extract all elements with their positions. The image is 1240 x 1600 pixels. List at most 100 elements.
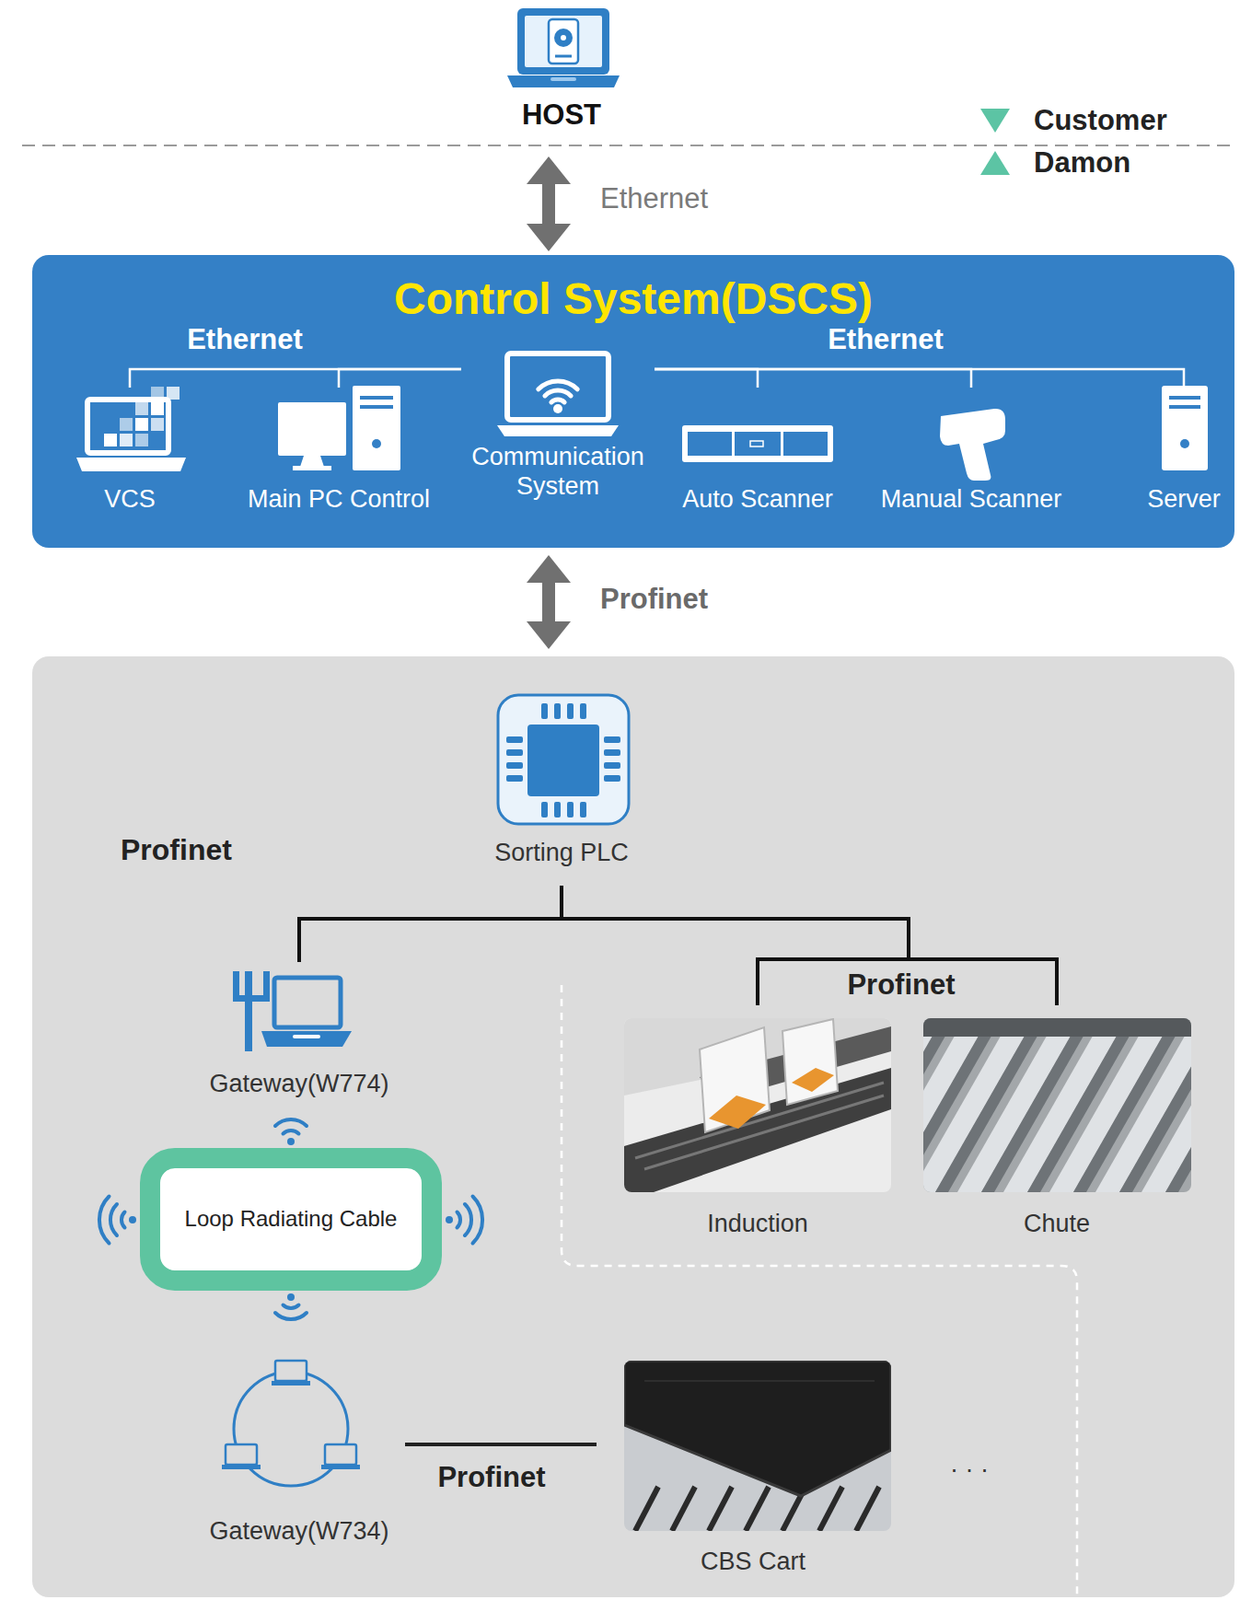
chute-slat [1003, 1031, 1120, 1193]
panel-heading: Profinet [120, 832, 232, 868]
legend-triangle [980, 107, 1010, 134]
wave-arc [275, 1312, 307, 1320]
wave-arc [283, 1305, 300, 1310]
cable-label: Loop Radiating Cable [185, 1205, 398, 1233]
continuation-mark: · · · [950, 1454, 989, 1484]
antenna-bar [232, 995, 270, 1002]
gateway-w734-node: Gateway(W734) [193, 1360, 406, 1550]
laptop-notch [550, 77, 577, 82]
network-arrow [542, 582, 556, 622]
wifi-arc [544, 390, 571, 396]
legend-triangle-shape [980, 150, 1010, 175]
wave-dot [287, 1293, 295, 1301]
chute-shadow [935, 1031, 1041, 1193]
drive-disk [554, 28, 573, 47]
pixel-square [135, 417, 149, 431]
protocol-label: Ethernet [186, 322, 303, 357]
chute-slat [957, 1031, 1074, 1193]
network-link [654, 369, 972, 388]
network-link [299, 885, 562, 962]
scanner-lens [750, 440, 764, 447]
control-system-panel: Control System(DSCS)VCSMain PC ControlCo… [32, 254, 1235, 548]
wave-arc [110, 1204, 117, 1236]
device-label: Auto Scanner [682, 484, 834, 514]
chip-pin [603, 775, 621, 782]
chute-slat [923, 1031, 936, 1193]
roller-slashes [635, 1486, 880, 1531]
host-label: HOST [521, 97, 602, 132]
gateway-w734-icon [221, 1360, 360, 1486]
legend-triangle-shape [980, 108, 1010, 133]
wifi-arc [538, 381, 578, 390]
edge-label-box: Ethernet [827, 322, 944, 357]
roller-slash [745, 1486, 769, 1531]
sorting-plc-node: Sorting PLC [478, 688, 645, 886]
field-network-panel: ProfinetSorting PLCGateway(W774)Inductio… [32, 656, 1235, 1598]
ring-laptop [225, 1444, 257, 1465]
wifi-arc [551, 399, 565, 403]
wave-arc [464, 1204, 472, 1236]
chute-shadow [1073, 1031, 1179, 1193]
chip-pin [579, 703, 587, 719]
ring-laptop-base [321, 1464, 360, 1470]
gateway-w774-icon [232, 971, 352, 1052]
chute-slat [923, 1031, 982, 1193]
chip-pin [567, 801, 574, 818]
chip-pin [506, 762, 523, 769]
wave-arc [283, 1130, 300, 1135]
ring-laptop [275, 1360, 307, 1381]
pixel-square [150, 417, 164, 431]
pixel-square [150, 386, 164, 400]
legend-triangle [980, 150, 1010, 176]
ring-laptop-base [221, 1464, 261, 1470]
antenna-mast [244, 971, 253, 1052]
roller-slash [782, 1486, 806, 1531]
gateway-w774-node: Gateway(W774) [197, 961, 401, 1102]
scanner-body [682, 425, 834, 463]
antenna-prong [263, 971, 270, 999]
monitor-foot [292, 465, 332, 471]
pc-tower [352, 385, 401, 471]
photo-ground [624, 1018, 892, 1193]
wave-dot [287, 1137, 295, 1146]
monitor-stand [300, 455, 325, 467]
host-laptop-icon [507, 8, 620, 88]
host-terminal: HOST [478, 3, 645, 153]
loop-radiating-cable: Loop Radiating Cable [139, 1147, 442, 1291]
device-label: Communication System [461, 441, 655, 502]
scanner-gun [939, 408, 1006, 481]
chip-pin [554, 703, 561, 719]
scanner-divider [780, 431, 784, 456]
scanner-divider [731, 431, 735, 456]
auto-scanner-node: Auto Scanner [665, 387, 850, 518]
photo-ground [923, 1018, 1192, 1193]
server-icon [1161, 385, 1208, 471]
device-label: Gateway(W734) [208, 1516, 389, 1546]
chute-slat [1095, 1031, 1192, 1193]
chute-shadow [923, 1031, 995, 1193]
ring-laptop-base [271, 1380, 311, 1386]
cbs-cart-node: CBS Cart [596, 1353, 910, 1580]
conveyor-belt [624, 1067, 892, 1193]
main-pc-node: Main PC Control [228, 387, 450, 518]
legend-label: Damon [1033, 145, 1131, 180]
chute-rail [923, 1018, 1192, 1037]
conveyor-belt [699, 1026, 892, 1101]
belt-stripe [635, 1082, 884, 1170]
tower-button [371, 439, 382, 449]
device-label: CBS Cart [700, 1546, 806, 1577]
chute-shadow [1165, 1031, 1192, 1193]
scanner-window [687, 431, 828, 456]
pixel-square [166, 386, 180, 400]
chip-pin [541, 801, 548, 818]
photo-wall [624, 1018, 892, 1096]
pixel-square [135, 433, 149, 447]
monitor [278, 402, 347, 456]
ring-network [233, 1371, 348, 1486]
network-link [561, 885, 1057, 1006]
laptop-notch [292, 1034, 321, 1039]
chute-shadow [1027, 1031, 1133, 1193]
